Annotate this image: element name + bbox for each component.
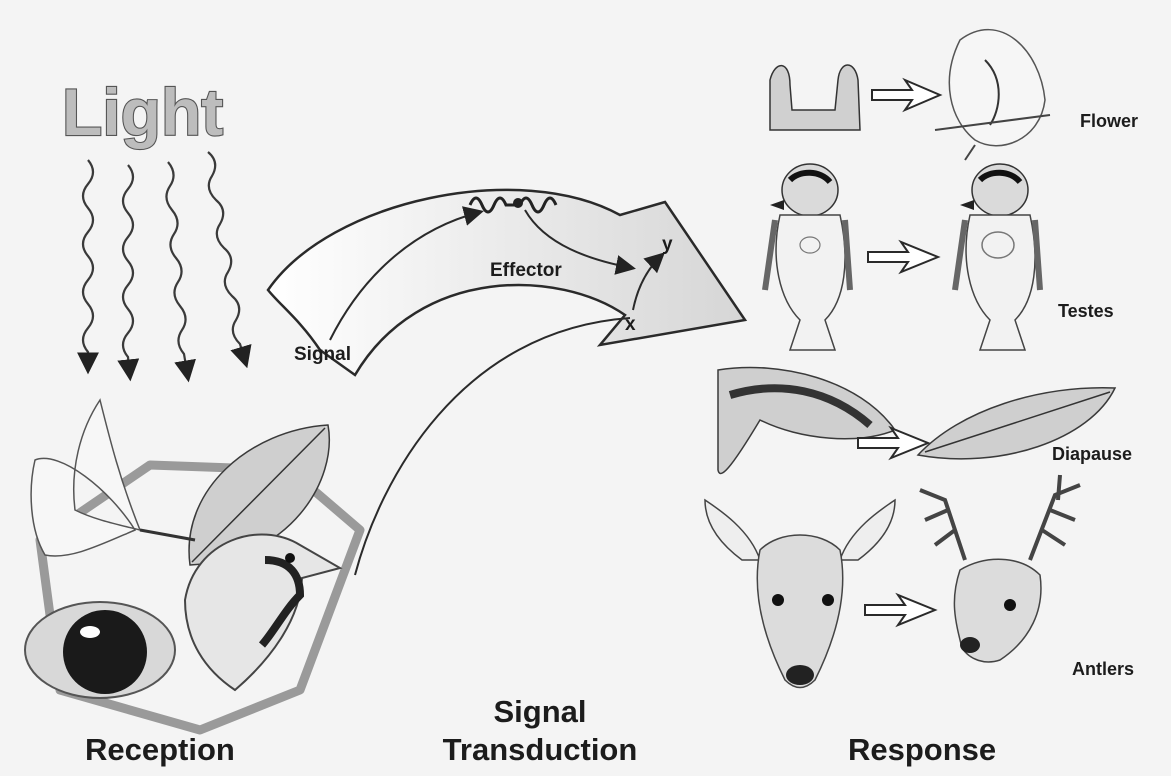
bird-after-icon [955, 164, 1040, 350]
diapause-label: Diapause [1052, 444, 1132, 464]
response-heading: Response [848, 732, 996, 767]
flower-arrow [872, 80, 940, 110]
transduction-flow-line [355, 318, 630, 575]
light-ray-1 [83, 160, 93, 370]
light-ray-2 [123, 165, 133, 377]
light-ray-3 [166, 162, 188, 378]
bud-icon [770, 65, 860, 130]
doe-head-icon [705, 500, 895, 688]
transduction-heading-line2: Transduction [443, 732, 638, 767]
flower-label: Flower [1080, 111, 1138, 131]
testes-label: Testes [1058, 301, 1114, 321]
antlers-arrow [865, 595, 935, 625]
testes-arrow [868, 242, 938, 272]
x-label: x [625, 314, 636, 335]
effector-label: Effector [490, 260, 562, 281]
response-flower: Flower [770, 30, 1138, 160]
response-diapause: Diapause [718, 368, 1132, 474]
reception-illustration [25, 400, 360, 730]
y-label: y [662, 234, 673, 255]
buck-head-icon [920, 475, 1080, 662]
bird-before-icon [765, 164, 850, 350]
sparrow-head-icon [185, 534, 340, 690]
light-title: Light [62, 75, 223, 149]
response-antlers: Antlers [705, 475, 1134, 688]
reception-heading: Reception [85, 732, 235, 767]
light-ray-4 [208, 152, 246, 364]
signal-label: Signal [294, 344, 351, 365]
antlers-label: Antlers [1072, 659, 1134, 679]
flower-icon [949, 30, 1045, 146]
light-rays [83, 152, 246, 378]
effector-molecule-dot [513, 198, 523, 208]
transduction-heading-line1: Signal [493, 694, 586, 729]
response-testes: Testes [765, 164, 1114, 350]
